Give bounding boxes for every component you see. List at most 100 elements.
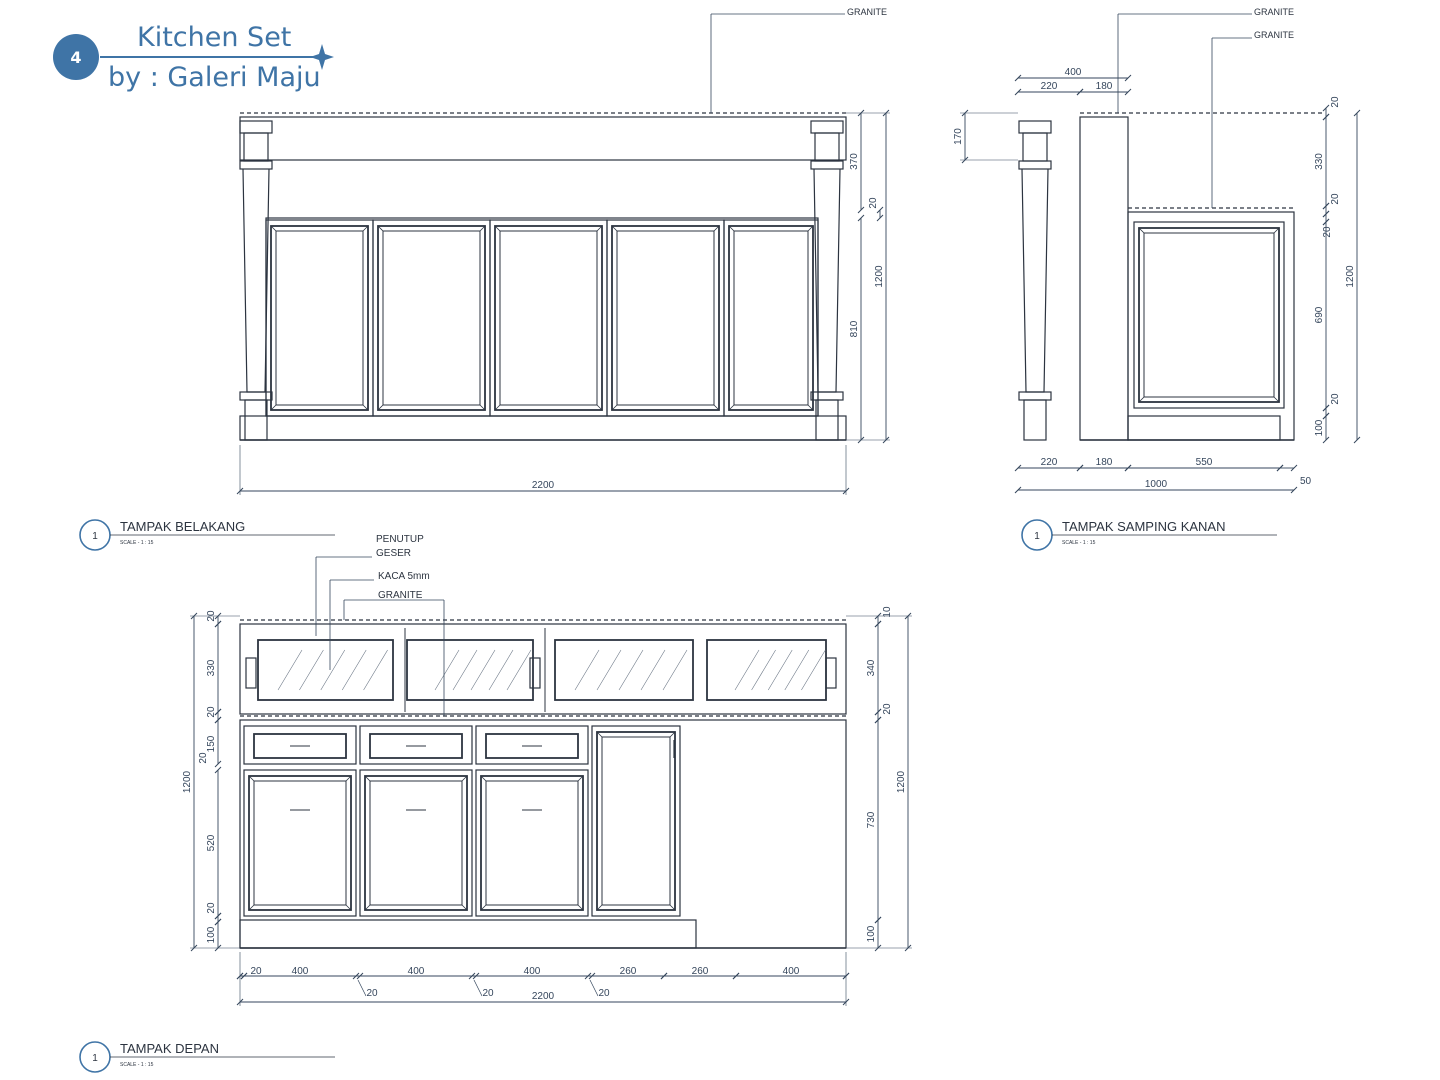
view-title: TAMPAK BELAKANG bbox=[120, 519, 245, 534]
glass-hatch bbox=[751, 649, 776, 691]
glass-hatch bbox=[488, 649, 514, 691]
dimension-tick bbox=[1124, 464, 1132, 472]
leader bbox=[589, 979, 599, 997]
glass-hatch bbox=[767, 649, 793, 691]
granite-label: GRANITE bbox=[1254, 7, 1294, 17]
dimension-tick bbox=[1276, 464, 1284, 472]
glass-hatch bbox=[452, 649, 478, 691]
left-column-collar bbox=[239, 391, 273, 401]
glass-hatch bbox=[784, 649, 810, 691]
dimension-tick bbox=[1353, 436, 1361, 444]
raised-panel-outer bbox=[364, 775, 468, 911]
glass-hatch bbox=[299, 649, 324, 691]
dimension-label: 1200 bbox=[896, 770, 907, 793]
view-title: TAMPAK DEPAN bbox=[120, 1041, 219, 1056]
dimension-label: 260 bbox=[692, 966, 709, 977]
panel-bevel bbox=[494, 225, 501, 232]
right-column-collar bbox=[810, 160, 844, 170]
label-sliding-cover: GESER bbox=[376, 548, 411, 559]
right-column-neck bbox=[814, 132, 840, 162]
granite-label: GRANITE bbox=[1254, 30, 1294, 40]
dimension-tick bbox=[214, 912, 222, 920]
raised-panel-inner bbox=[601, 736, 671, 906]
dimension-tick bbox=[1124, 88, 1132, 96]
drawer-3 bbox=[475, 725, 589, 765]
leader bbox=[357, 979, 367, 997]
left-column-neck bbox=[243, 132, 269, 162]
panel-bevel bbox=[479, 225, 486, 232]
panel-bevel bbox=[669, 731, 676, 738]
dimension-tick bbox=[1290, 486, 1298, 494]
sliding-glass-3 bbox=[554, 639, 694, 701]
dimension-label: 170 bbox=[953, 128, 964, 145]
dimension-label: 730 bbox=[866, 811, 877, 828]
leader bbox=[473, 979, 483, 997]
raised-panel-outer bbox=[596, 731, 676, 911]
dimension-tick bbox=[874, 716, 882, 724]
dimension-tick bbox=[1322, 412, 1330, 420]
dimension-tick bbox=[1322, 202, 1330, 210]
dimension-label: 330 bbox=[206, 659, 217, 676]
raised-panel-outer bbox=[1138, 227, 1280, 403]
side-column-shaft bbox=[1021, 168, 1049, 393]
header-decoration bbox=[100, 44, 334, 70]
left-column-foot bbox=[244, 399, 268, 441]
dimension-label: 400 bbox=[783, 966, 800, 977]
side-column-neck bbox=[1022, 132, 1048, 162]
right-column-cap bbox=[810, 120, 844, 134]
dimension-tick bbox=[876, 206, 884, 214]
glass-hatch bbox=[341, 649, 367, 691]
drawer-panel bbox=[485, 733, 579, 759]
raised-panel-inner bbox=[485, 780, 579, 906]
back-door-5 bbox=[723, 219, 819, 417]
panel-bevel bbox=[596, 404, 603, 411]
panel-bevel bbox=[461, 904, 468, 911]
drawer-panel bbox=[369, 733, 463, 759]
front-plinth bbox=[239, 919, 697, 949]
base-cabinet bbox=[239, 719, 847, 949]
dimension-label: 400 bbox=[1065, 67, 1082, 78]
raised-panel-inner bbox=[616, 230, 715, 406]
panel-bevel bbox=[807, 225, 814, 232]
dimension-tick bbox=[1076, 88, 1084, 96]
side-panel bbox=[1133, 221, 1285, 409]
dimension-tick bbox=[1014, 464, 1022, 472]
dimension-label: 20 bbox=[882, 703, 893, 715]
glass-hatch bbox=[320, 649, 346, 691]
panel-bevel bbox=[479, 404, 486, 411]
side-column-collar bbox=[1018, 391, 1052, 401]
label-glass: KACA 5mm bbox=[378, 571, 430, 582]
panel-bevel bbox=[596, 225, 603, 232]
dimension-label: 340 bbox=[866, 659, 877, 676]
dimension-label: 550 bbox=[1196, 457, 1213, 468]
raised-panel-inner bbox=[733, 230, 809, 406]
panel-bevel bbox=[728, 404, 735, 411]
panel-bevel bbox=[461, 775, 468, 782]
panel-bevel bbox=[480, 775, 487, 782]
glass-hatch bbox=[640, 649, 666, 691]
dimension-tick bbox=[857, 214, 865, 222]
door-zone bbox=[265, 217, 819, 417]
dimension-label: 20 bbox=[1322, 226, 1333, 238]
glass-hatch bbox=[470, 649, 496, 691]
dimension-tick bbox=[214, 766, 222, 774]
sliding-glass-1 bbox=[257, 639, 394, 701]
dimension-label: 400 bbox=[292, 966, 309, 977]
dimension-label: 20 bbox=[198, 752, 209, 764]
view-number: 1 bbox=[1034, 531, 1040, 542]
glass-hatch bbox=[434, 649, 460, 691]
dimension-tick bbox=[857, 206, 865, 214]
side-column-collar bbox=[1018, 160, 1052, 170]
panel-bevel bbox=[728, 225, 735, 232]
dimension-tick bbox=[1322, 210, 1330, 218]
raised-panel-outer bbox=[611, 225, 720, 411]
panel-bevel bbox=[807, 404, 814, 411]
left-column-cap bbox=[239, 120, 273, 134]
dimension-label: 20 bbox=[366, 988, 378, 999]
dimension-label: 400 bbox=[524, 966, 541, 977]
dimension-label: 50 bbox=[1300, 476, 1312, 487]
dimension-tick bbox=[1290, 464, 1298, 472]
dimension-label: 20 bbox=[206, 902, 217, 914]
view-number: 1 bbox=[92, 1053, 98, 1064]
